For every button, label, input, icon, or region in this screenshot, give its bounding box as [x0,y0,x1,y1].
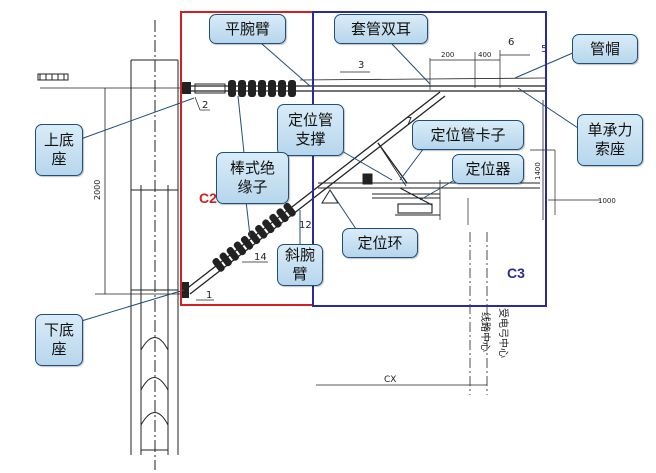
part-1: 1 [206,290,212,301]
left-rail-hatch [37,73,69,81]
dim-1000-text: 1000 [598,197,616,205]
region-c3-box [312,11,547,307]
oblique-rod-insulator [212,202,296,272]
callout-rod-insulator: 棒式绝 缘子 [216,152,289,204]
locator-ring-detail [321,173,440,216]
callout-single-catenary-seat: 单承力 索座 [577,114,643,166]
centerlines: CX 线路中心 受电弓中心 [316,232,510,395]
catenary-wire [299,77,546,81]
top-right-dimensions: 200 400 1400 1000 [429,50,616,225]
dim-2000-text: 2000 [93,180,102,200]
region-c3-label: C3 [507,265,525,281]
part-number-leaders: 2 3 5 6 7 12 14 1 [194,37,547,301]
dim-cx-text: CX [384,375,396,385]
dimension-2000: 2000 [40,87,185,295]
line-center-label: 线路中心 [479,312,492,352]
part-5: 5 [541,44,547,55]
part-3: 3 [358,60,364,71]
lower-base-fitting [181,282,189,298]
callout-pipe-cap: 管帽 [572,34,638,64]
dim-200-text: 200 [441,51,454,59]
part-6: 6 [508,37,514,48]
dim-400-text: 400 [478,51,491,59]
part-14: 14 [254,252,267,263]
region-c2-label: C2 [199,190,217,206]
callout-upper-base: 上底 座 [35,124,83,176]
callout-lower-base: 下底 座 [35,314,83,366]
callout-flat-cantilever: 平腕臂 [209,14,286,44]
part-2: 2 [202,100,208,111]
pole [130,20,179,470]
callout-locator-ring: 定位环 [342,228,418,258]
callout-locator-tube-support: 定位管 支撑 [277,104,344,156]
horizontal-rod-insulator [194,80,296,97]
callout-sleeve-double-ear: 套管双耳 [334,14,428,44]
upper-base-fitting [181,82,191,94]
part-7: 7 [406,116,412,127]
callout-locator-tube-clamp: 定位管卡子 [412,120,524,150]
part-12: 12 [299,220,312,231]
dim-1400-text: 1400 [534,162,542,180]
pantograph-center-label: 受电弓中心 [497,308,510,358]
callout-locator: 定位器 [452,154,524,184]
callout-connectors [77,43,579,323]
callout-oblique-cantilever: 斜腕 臂 [277,244,323,286]
